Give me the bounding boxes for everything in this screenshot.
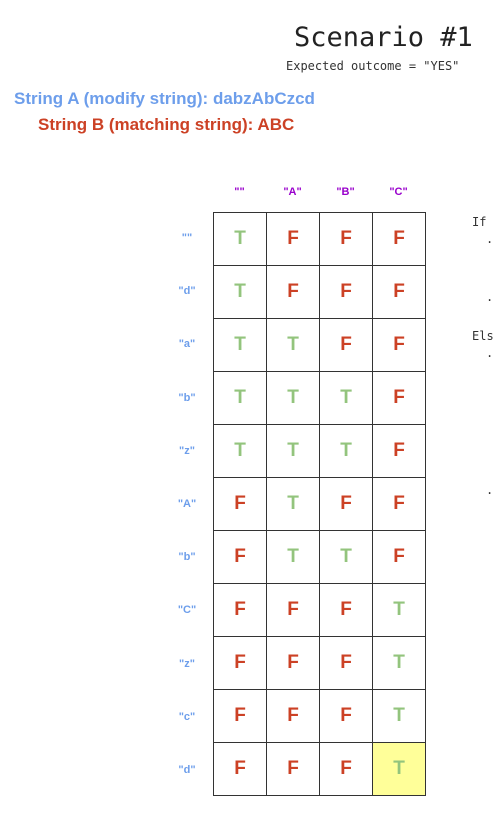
- col-header: "C": [389, 186, 408, 198]
- col-header: "": [234, 186, 245, 198]
- table-cell: F: [319, 689, 373, 743]
- table-cell: T: [266, 318, 320, 372]
- row-header: "z": [179, 657, 195, 670]
- table-cell: F: [372, 318, 426, 372]
- table-cell: T: [213, 424, 267, 478]
- row-header: "c": [178, 710, 196, 723]
- row-header: "a": [178, 338, 196, 351]
- table-cell: F: [266, 742, 320, 796]
- table-cell: F: [319, 742, 373, 796]
- col-header: "B": [336, 186, 355, 198]
- scenario-title: Scenario #1: [294, 22, 473, 53]
- table-cell: F: [266, 583, 320, 637]
- row-header: "z": [179, 444, 195, 457]
- string-b-label: String B (matching string): ABC: [38, 115, 295, 134]
- table-cell: F: [213, 530, 267, 584]
- table-cell: F: [213, 689, 267, 743]
- table-cell: T: [372, 636, 426, 690]
- row-header: "b": [178, 551, 196, 564]
- row-header: "b": [178, 391, 196, 404]
- table-cell: T: [266, 477, 320, 531]
- table-cell: T: [266, 424, 320, 478]
- table-cell: F: [319, 583, 373, 637]
- table-cell: T: [213, 371, 267, 425]
- table-cell: T: [372, 742, 426, 796]
- table-cell: T: [372, 583, 426, 637]
- side-bullet-4: .: [486, 483, 494, 497]
- table-cell: T: [319, 371, 373, 425]
- side-if-label: If: [472, 215, 487, 229]
- side-bullet-2: .: [486, 290, 494, 304]
- table-cell: T: [213, 318, 267, 372]
- table-cell: F: [319, 477, 373, 531]
- table-cell: F: [372, 265, 426, 319]
- row-header: "d": [178, 285, 196, 298]
- table-cell: T: [319, 424, 373, 478]
- table-cell: F: [372, 477, 426, 531]
- table-cell: F: [266, 636, 320, 690]
- table-cell: F: [319, 318, 373, 372]
- table-cell: T: [213, 212, 267, 266]
- row-header: "": [181, 232, 193, 244]
- table-cell: F: [213, 742, 267, 796]
- row-header: "C": [177, 604, 197, 617]
- table-cell: F: [213, 477, 267, 531]
- row-header: "A": [177, 498, 197, 510]
- table-cell: F: [213, 636, 267, 690]
- table-cell: T: [266, 371, 320, 425]
- table-cell: T: [266, 530, 320, 584]
- side-bullet-1: .: [486, 232, 494, 246]
- table-cell: F: [266, 212, 320, 266]
- table-cell: F: [266, 265, 320, 319]
- table-cell: F: [319, 636, 373, 690]
- table-cell: F: [213, 583, 267, 637]
- string-a-label: String A (modify string): dabzAbCzcd: [14, 89, 315, 108]
- table-cell: F: [372, 424, 426, 478]
- table-cell: T: [319, 530, 373, 584]
- side-else-label: Els: [472, 329, 494, 343]
- table-cell: F: [372, 212, 426, 266]
- col-header: "A": [283, 186, 302, 198]
- expected-outcome: Expected outcome = "YES": [286, 59, 460, 73]
- table-cell: F: [266, 689, 320, 743]
- table-cell: F: [372, 371, 426, 425]
- table-cell: T: [372, 689, 426, 743]
- row-header: "d": [178, 764, 196, 776]
- table-cell: F: [319, 265, 373, 319]
- table-cell: F: [372, 530, 426, 584]
- table-cell: T: [213, 265, 267, 319]
- side-bullet-3: .: [486, 346, 494, 360]
- table-cell: F: [319, 212, 373, 266]
